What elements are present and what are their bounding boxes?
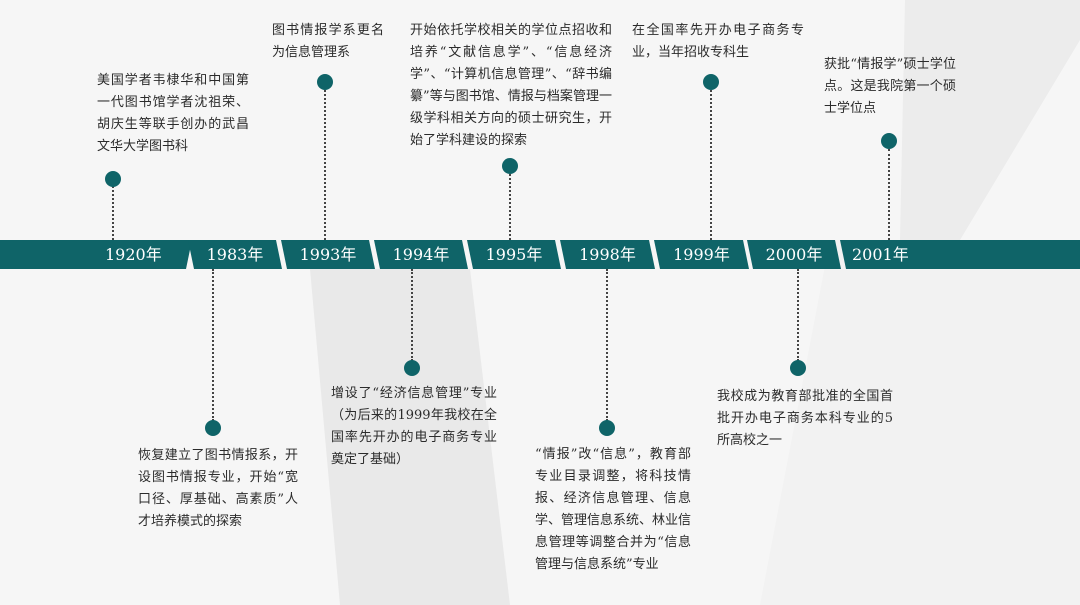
dot-1995 — [502, 158, 518, 174]
connector-1995 — [509, 174, 511, 240]
year-1994: 1994年 — [374, 240, 468, 269]
dot-1999 — [703, 74, 719, 90]
connector-2001 — [888, 149, 890, 240]
connector-1920 — [112, 186, 114, 240]
year-1998: 1998年 — [560, 240, 655, 269]
dot-1993 — [317, 74, 333, 90]
connector-1993 — [324, 90, 326, 240]
event-1983: 恢复建立了图书情报系，开设图书情报专业，开始“宽口径、厚基础、高素质”人才培养模… — [138, 448, 298, 529]
dot-1998 — [599, 420, 615, 436]
year-1983: 1983年 — [188, 240, 282, 269]
year-label: 1920年 — [105, 245, 162, 264]
timeline-bar: 1920年 1983年 1993年 1994年 1995年 1998年 1999… — [0, 240, 1080, 269]
event-1993: 图书情报学系更名为信息管理系 — [272, 23, 384, 60]
event-2000: 我校成为教育部批准的全国首批开办电子商务本科专业的5所高校之一 — [717, 389, 893, 448]
connector-1998 — [606, 269, 608, 421]
event-1994: 增设了“经济信息管理”专业（为后来的1999年我校在全国率先开办的电子商务专业奠… — [331, 386, 497, 467]
year-1999: 1999年 — [654, 240, 749, 269]
event-1998: “情报”改“信息”，教育部专业目录调整，将科技情报、经济信息管理、信息学、管理信… — [535, 447, 692, 572]
event-1995: 开始依托学校相关的学位点招收和培养“文献信息学”、“信息经济学”、“计算机信息管… — [410, 23, 612, 148]
dot-2000 — [790, 360, 806, 376]
event-1999: 在全国率先开办电子商务专业，当年招收专科生 — [632, 23, 804, 60]
connector-2000 — [797, 269, 799, 361]
connector-1994 — [411, 269, 413, 361]
event-2001: 获批“情报学”硕士学位点。这是我院第一个硕士学位点 — [824, 57, 956, 116]
connector-1999 — [710, 90, 712, 240]
dot-1920 — [105, 171, 121, 187]
dot-1983 — [205, 420, 221, 436]
dot-1994 — [404, 360, 420, 376]
year-1995: 1995年 — [467, 240, 561, 269]
event-1920: 美国学者韦棣华和中国第一代图书馆学者沈祖荣、胡庆生等联手创办的武昌文华大学图书科 — [97, 73, 249, 154]
connector-1983 — [212, 269, 214, 421]
year-1920: 1920年 — [0, 240, 192, 269]
dot-2001 — [881, 133, 897, 149]
year-2000: 2000年 — [747, 240, 841, 269]
year-2001: 2001年 — [840, 240, 1080, 269]
year-1993: 1993年 — [281, 240, 375, 269]
